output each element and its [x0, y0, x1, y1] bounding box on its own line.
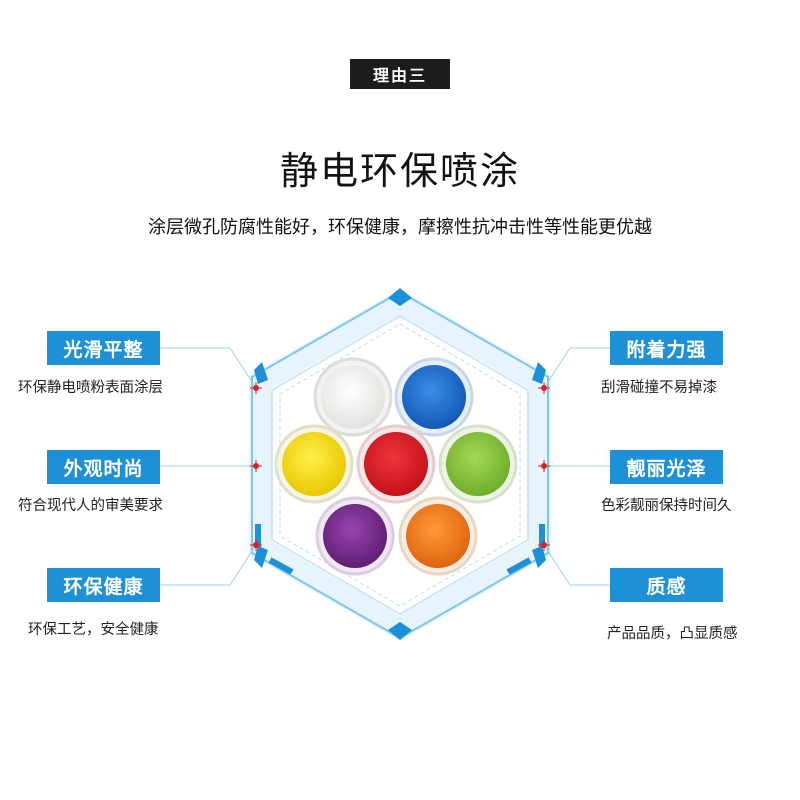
feature-label-gloss: 靓丽光泽 [610, 450, 723, 484]
feature-desc-adhesion: 刮滑碰撞不易掉漆 [601, 380, 717, 396]
page-title: 静电环保喷涂 [279, 149, 520, 193]
hexagon-dashed [279, 323, 521, 607]
powder-jar-blue [394, 357, 474, 437]
page-subtitle: 涂层微孔防腐性能好，环保健康，摩擦性抗冲击性等性能更优越 [148, 217, 652, 238]
powder-jar-orange [398, 496, 478, 576]
feature-label-adhesion: 附着力强 [610, 331, 723, 365]
feature-label-eco: 环保健康 [47, 568, 160, 602]
powder-jar-purple [315, 496, 395, 576]
feature-desc-eco: 环保工艺，安全健康 [28, 622, 159, 638]
feature-desc-gloss: 色彩靓丽保持时间久 [601, 498, 732, 514]
reason-badge: 理由三 [350, 59, 450, 89]
connector-dot-icon [250, 382, 550, 551]
powder-jar-white [313, 357, 393, 437]
powder-jar-red [356, 424, 436, 504]
powder-jar-green [438, 424, 518, 504]
feature-label-texture: 质感 [610, 568, 723, 602]
feature-desc-fashion: 符合现代人的审美要求 [18, 498, 163, 514]
powder-jars [274, 357, 518, 576]
feature-label-smooth: 光滑平整 [47, 331, 160, 365]
powder-jar-yellow [274, 424, 354, 504]
hexagon-corner-bars [255, 524, 545, 575]
connector-lines [160, 347, 610, 586]
feature-label-fashion: 外观时尚 [47, 450, 160, 484]
feature-desc-texture: 产品品质，凸显质感 [607, 626, 738, 642]
hexagon-corner-accents [254, 288, 546, 640]
feature-desc-smooth: 环保静电喷粉表面涂层 [18, 380, 163, 396]
